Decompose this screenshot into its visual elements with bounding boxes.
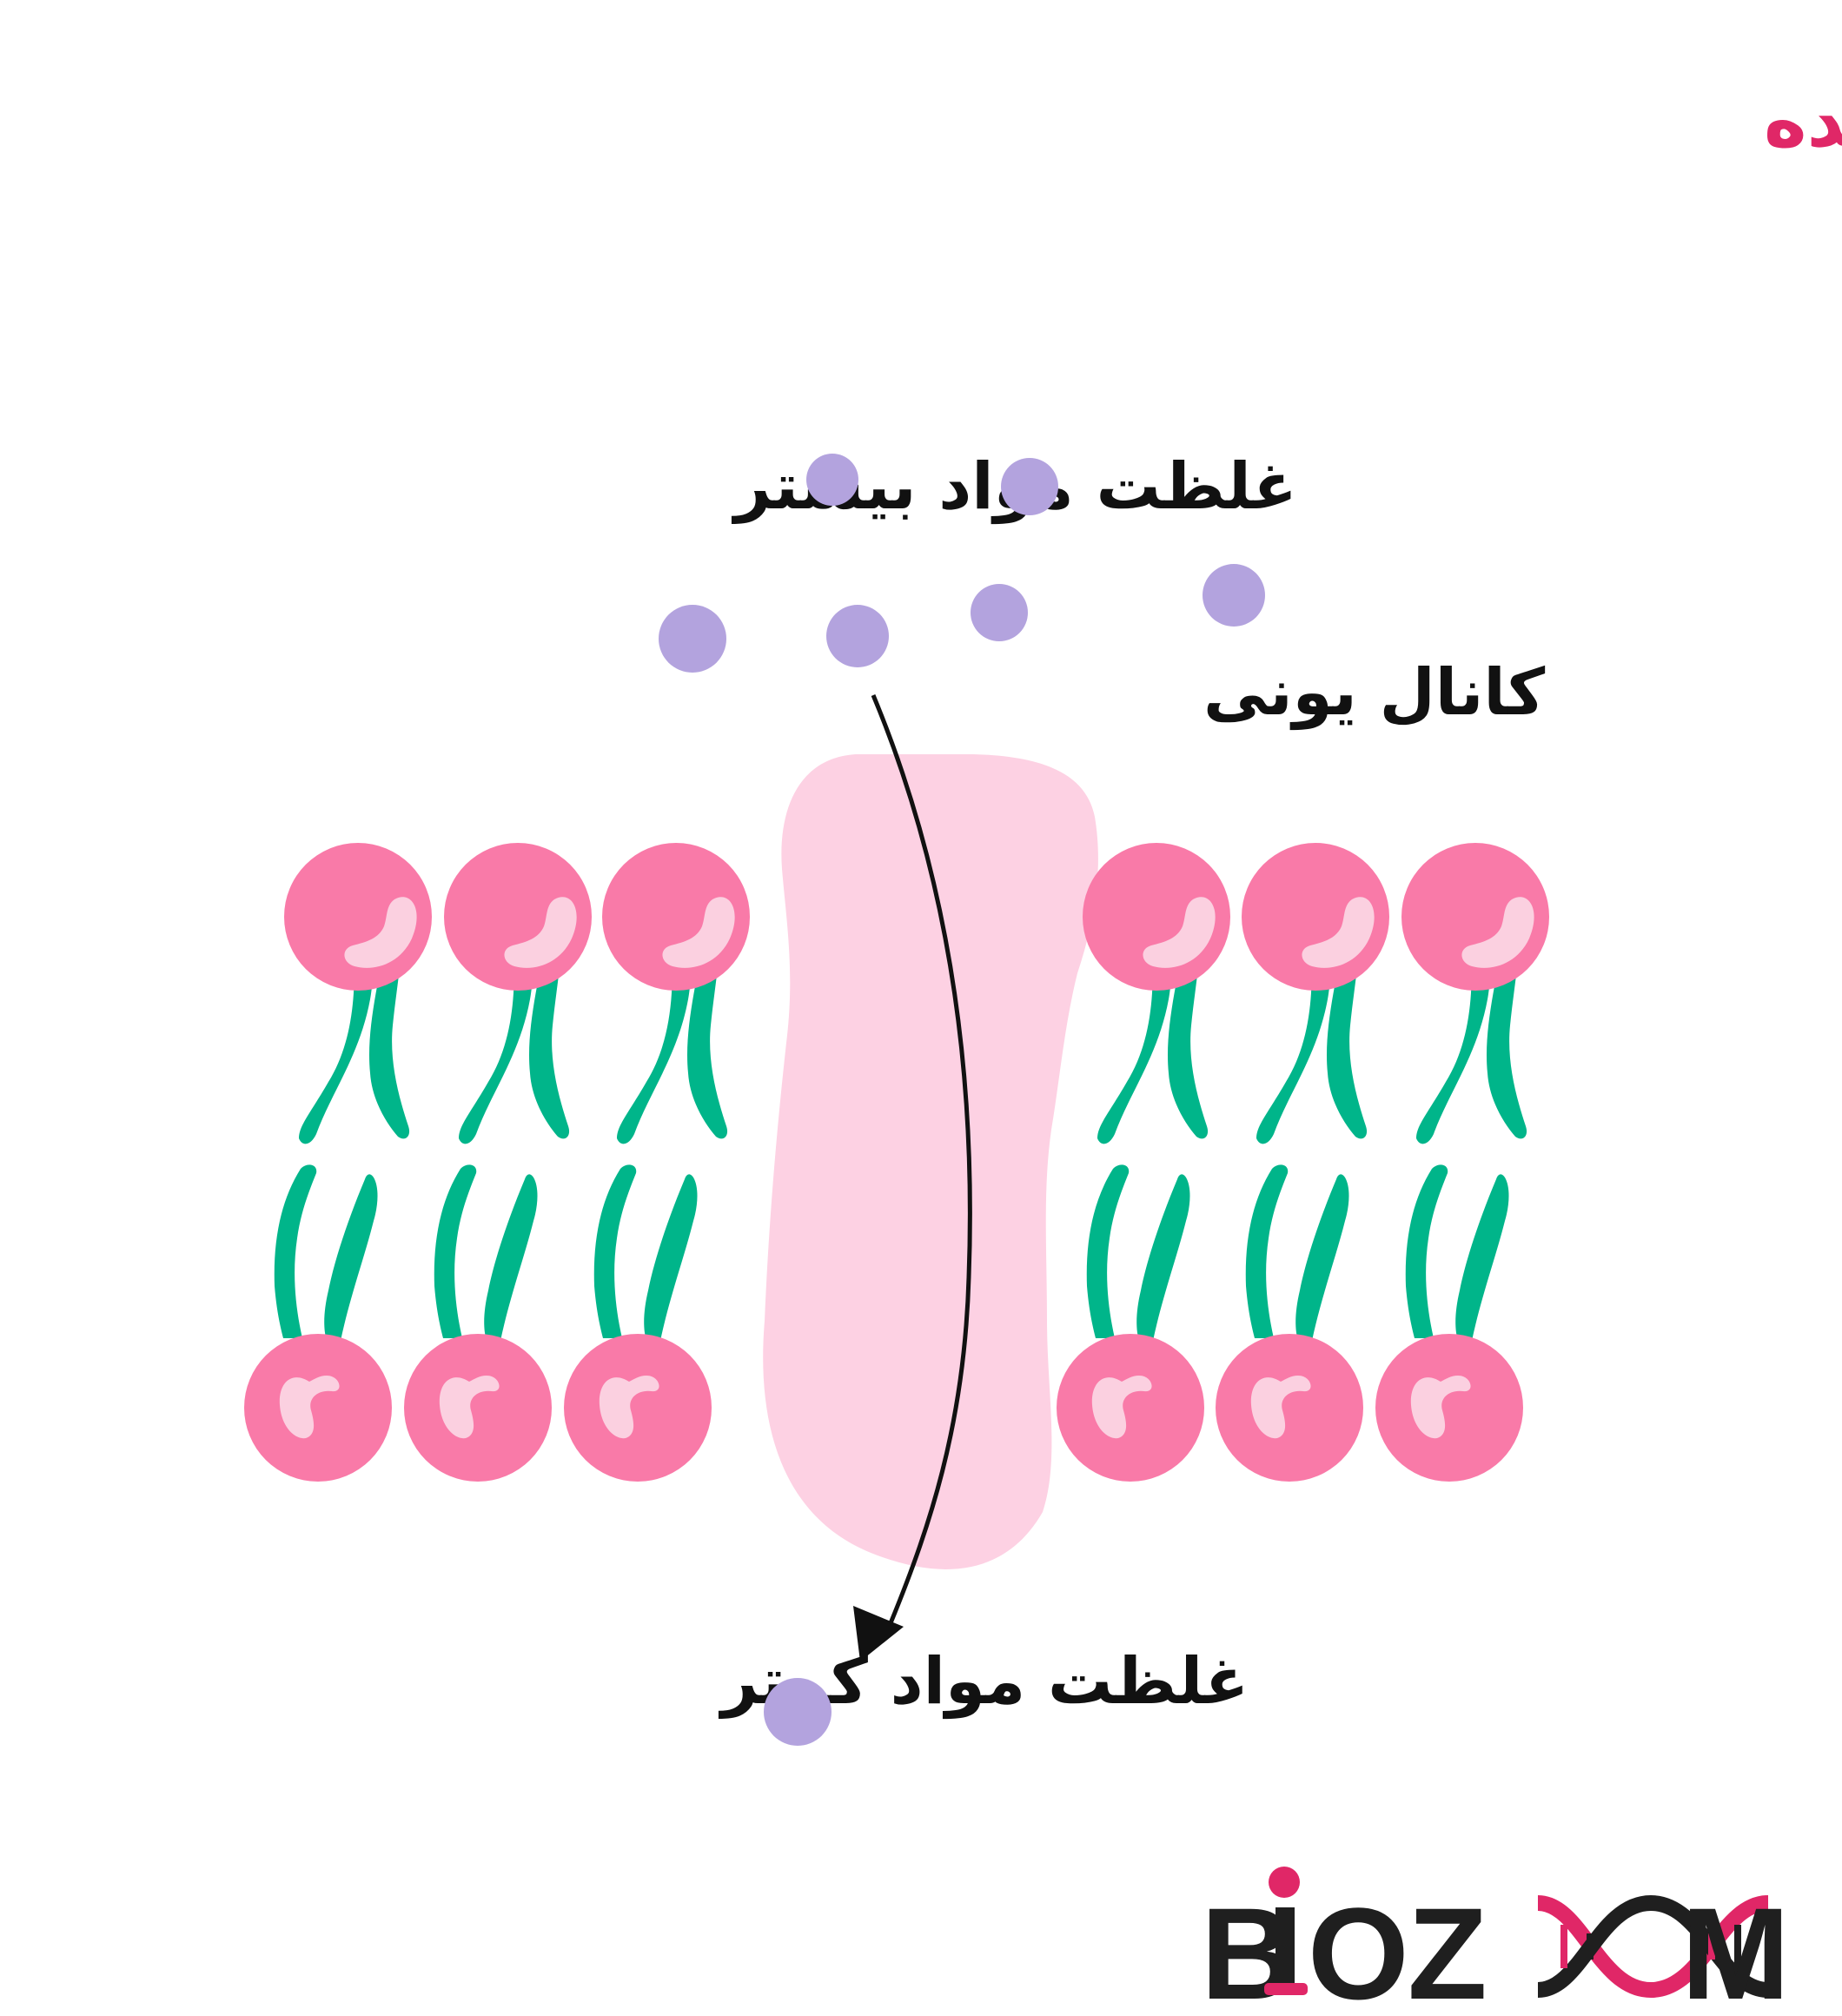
phospholipid-top — [602, 843, 750, 1144]
phospholipid-bottom — [1216, 1164, 1363, 1482]
phospholipid-bottom — [1375, 1164, 1523, 1482]
ion-channel-protein — [763, 754, 1098, 1569]
molecule — [1001, 458, 1058, 515]
diffusion-arrowhead — [853, 1606, 904, 1661]
svg-text:Z: Z — [1408, 1880, 1488, 2016]
biozoom-logo: B O Z M — [1201, 1867, 1790, 2016]
svg-text:O: O — [1308, 1880, 1409, 2016]
diagram-title: انتشار تسهیل‌شده — [1764, 78, 1842, 164]
phospholipid-bottom — [244, 1164, 392, 1482]
svg-text:M: M — [1681, 1880, 1790, 2016]
molecule — [971, 584, 1028, 641]
ion-channel-label: کانال یونی — [1203, 655, 1546, 731]
phospholipid-bottom — [1057, 1164, 1204, 1482]
phospholipid-top — [444, 843, 592, 1144]
molecule — [1203, 564, 1265, 627]
phospholipid-top — [1083, 843, 1230, 1144]
phospholipid-top — [284, 843, 432, 1144]
molecule — [826, 605, 889, 667]
phospholipid-top — [1401, 843, 1549, 1144]
molecule — [659, 605, 726, 673]
molecule — [806, 454, 858, 506]
molecules — [659, 454, 1265, 1746]
molecule — [764, 1678, 832, 1746]
phospholipid-top — [1242, 843, 1389, 1144]
phospholipid-bottom — [404, 1164, 552, 1482]
phospholipid-bottom — [564, 1164, 712, 1482]
diffusion-arrow — [871, 694, 972, 1635]
